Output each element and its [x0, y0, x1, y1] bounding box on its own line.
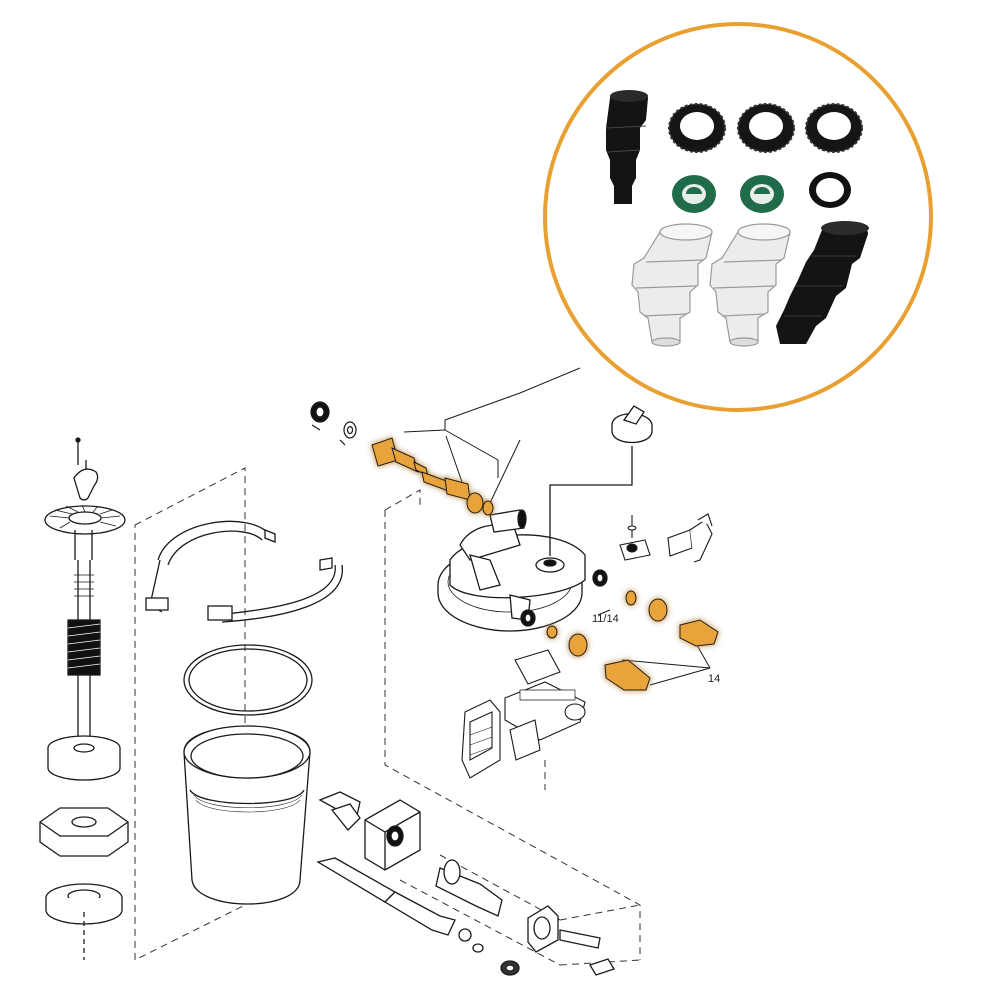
filter-housing	[183, 644, 313, 905]
black-threaded-nut-2-icon	[737, 103, 795, 153]
uv-lamp-assembly	[316, 791, 615, 976]
clear-stepped-hose-adapter-2-icon	[709, 223, 791, 347]
clear-stepped-hose-adapter-1-icon	[631, 223, 713, 347]
clamp-bands	[145, 520, 343, 623]
top-nut-and-washer	[310, 401, 357, 446]
highlighted-hose-connectors	[371, 437, 719, 691]
callout-leaders	[403, 367, 711, 686]
parts-inset	[543, 22, 933, 412]
callout-label-11-14: 11/14	[592, 613, 619, 625]
side-hose-adapter-group	[546, 590, 719, 691]
green-seal-ring-2-icon	[740, 175, 784, 213]
black-stepped-hose-adapter-large-icon	[776, 221, 869, 344]
inset-ring	[543, 22, 933, 412]
black-threaded-nut-3-icon	[805, 103, 863, 153]
filter-lid	[437, 405, 653, 632]
assembly-guide-lines	[134, 467, 641, 966]
side-hardware	[461, 513, 713, 779]
shaft-assembly	[39, 437, 129, 960]
black-threaded-nut-1-icon	[668, 103, 726, 153]
black-o-ring-icon	[809, 172, 851, 208]
black-stepped-hose-adapter-small-icon	[605, 90, 648, 204]
top-hose-adapter-group	[371, 437, 494, 516]
callout-label-14: 14	[708, 673, 720, 685]
green-seal-ring-1-icon	[672, 175, 716, 213]
